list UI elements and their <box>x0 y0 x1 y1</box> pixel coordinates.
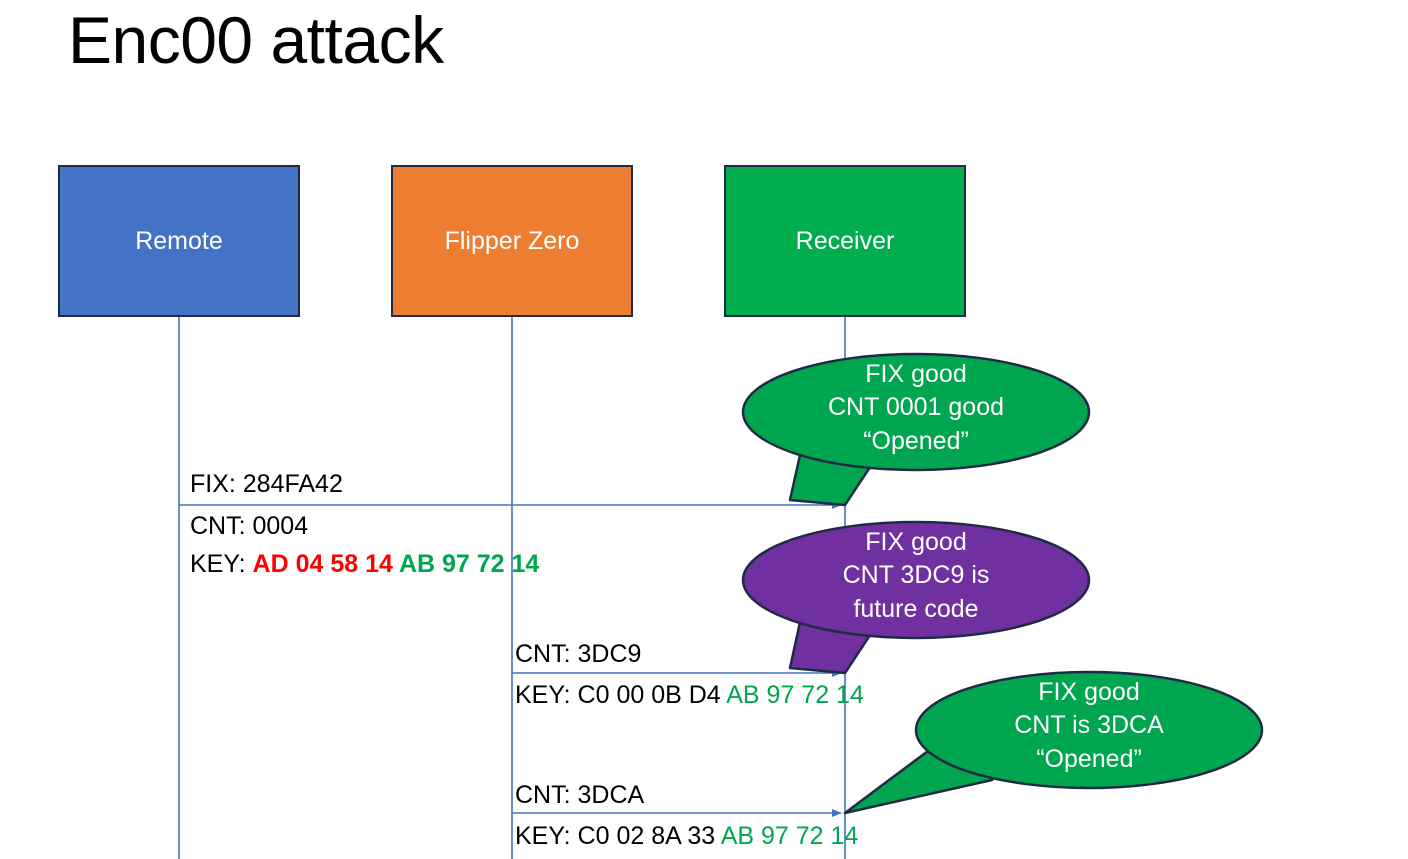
message-3-key-green: AB 97 72 14 <box>720 822 859 850</box>
callout-3-line-3: “Opened” <box>1036 744 1142 773</box>
message-3-line-cnt: CNT: 3DCA <box>515 781 644 809</box>
message-3-key-prefix: KEY: C0 02 8A 33 <box>515 822 721 850</box>
callout-1-shape <box>741 352 1091 507</box>
message-1-key-red: AD 04 58 14 <box>252 550 399 578</box>
actor-label-flipper: Flipper Zero <box>444 226 580 255</box>
message-1-line-key: KEY: AD 04 58 14 AB 97 72 14 <box>190 550 539 578</box>
message-2-line-key: KEY: C0 00 0B D4 AB 97 72 14 <box>515 681 864 709</box>
callout-1-line-3: “Opened” <box>863 426 969 455</box>
callout-2-line-3: future code <box>853 594 979 623</box>
message-1-line-fix: FIX: 284FA42 <box>190 470 343 498</box>
callout-2-shape <box>741 520 1091 675</box>
callout-3-line-1: FIX good <box>1038 678 1140 706</box>
actor-box-flipper[interactable]: Flipper Zero <box>391 165 633 317</box>
message-1-key-green: AB 97 72 14 <box>398 550 540 578</box>
actor-label-receiver: Receiver <box>795 226 895 255</box>
callout-3-shape <box>843 670 1264 815</box>
callout-2-text: FIX good CNT 3DC9 is future code <box>743 526 1089 626</box>
message-2-key-green: AB 97 72 14 <box>726 681 864 709</box>
message-2-key-prefix: KEY: C0 00 0B D4 <box>515 681 727 709</box>
message-2-cnt-text: CNT: 3DC9 <box>515 640 642 668</box>
message-1-fix-text: FIX: 284FA42 <box>190 470 343 498</box>
callout-2-line-2: CNT 3DC9 is <box>842 561 990 590</box>
callout-3-line-2: CNT is 3DCA <box>1014 711 1164 740</box>
message-1-line-cnt: CNT: 0004 <box>190 512 308 540</box>
callout-2-line-1: FIX good <box>865 528 967 556</box>
callout-1-line-1: FIX good <box>865 360 967 388</box>
message-1-key-prefix: KEY: <box>190 550 253 578</box>
actor-box-receiver[interactable]: Receiver <box>724 165 966 317</box>
page-title: Enc00 attack <box>68 3 444 77</box>
callout-3-text: FIX good CNT is 3DCA “Opened” <box>916 676 1262 776</box>
message-2-line-cnt: CNT: 3DC9 <box>515 640 641 668</box>
message-3-cnt-text: CNT: 3DCA <box>515 781 645 809</box>
message-1-cnt-text: CNT: 0004 <box>190 512 309 540</box>
actor-label-remote: Remote <box>135 226 223 255</box>
message-3-line-key: KEY: C0 02 8A 33 AB 97 72 14 <box>515 822 858 850</box>
callout-1-text: FIX good CNT 0001 good “Opened” <box>743 358 1089 458</box>
actor-box-remote[interactable]: Remote <box>58 165 300 317</box>
callout-1-line-2: CNT 0001 good <box>827 393 1005 422</box>
